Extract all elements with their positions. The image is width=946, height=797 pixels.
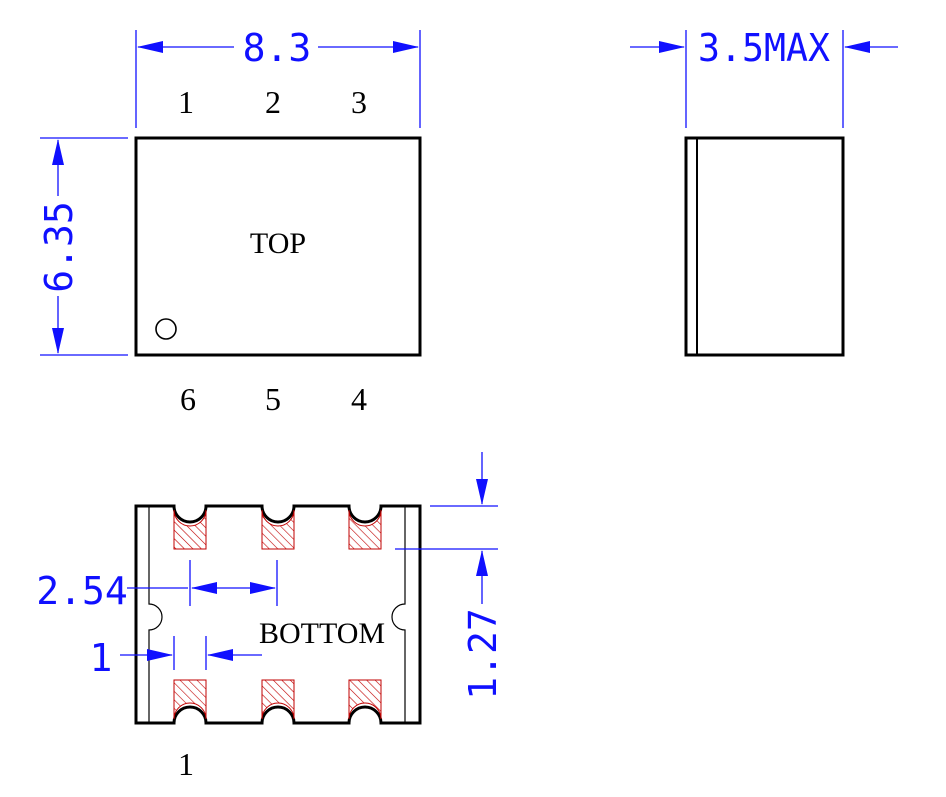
pad-bottom-1: [173, 679, 207, 720]
bottom-view: BOTTOM 1 2.54 1: [36, 452, 505, 782]
pad-length-dimension: 1.27: [395, 452, 505, 700]
inner-right-line: [391, 506, 406, 723]
pin-number-top-2: 2: [265, 84, 281, 120]
pin-number-bottom-4: 4: [351, 381, 367, 417]
bottom-view-body: [134, 504, 422, 725]
height-dimension-label: 6.35: [37, 201, 81, 293]
side-view-body: [684, 136, 845, 357]
top-view-body: [134, 136, 422, 357]
pad-length-dimension-label: 1.27: [461, 608, 505, 700]
side-view: 3.5MAX: [630, 26, 898, 357]
bottom-label: BOTTOM: [259, 617, 385, 650]
pin1-marker-dot: [155, 318, 177, 340]
pin-number-bottom-5: 5: [265, 381, 281, 417]
width-dimension-label: 8.3: [243, 26, 312, 70]
pin-number-top-3: 3: [351, 84, 367, 120]
pad-width-dimension: 1: [90, 636, 262, 680]
pin-number-top-1: 1: [178, 84, 194, 120]
pad-top-3: [348, 509, 382, 550]
pin-number-bottom-6: 6: [180, 381, 196, 417]
bottom-pin1-label: 1: [178, 746, 194, 782]
inner-left-line: [148, 506, 163, 723]
pad-width-dimension-label: 1: [90, 636, 113, 680]
pad-top-1: [173, 509, 207, 550]
pad-bottom-2: [261, 679, 295, 720]
top-view: TOP 1 2 3 6 5 4 8.3 6.35: [37, 26, 422, 417]
pitch-dimension-label: 2.54: [36, 569, 128, 613]
height-dimension: 6.35: [37, 137, 128, 356]
width-dimension: 8.3: [135, 26, 421, 128]
top-label: TOP: [250, 227, 306, 260]
thickness-dimension-label: 3.5MAX: [698, 26, 830, 70]
pad-bottom-3: [348, 679, 382, 720]
thickness-dimension: 3.5MAX: [630, 26, 898, 128]
pad-top-2: [261, 509, 295, 550]
pitch-dimension: 2.54: [36, 560, 278, 613]
